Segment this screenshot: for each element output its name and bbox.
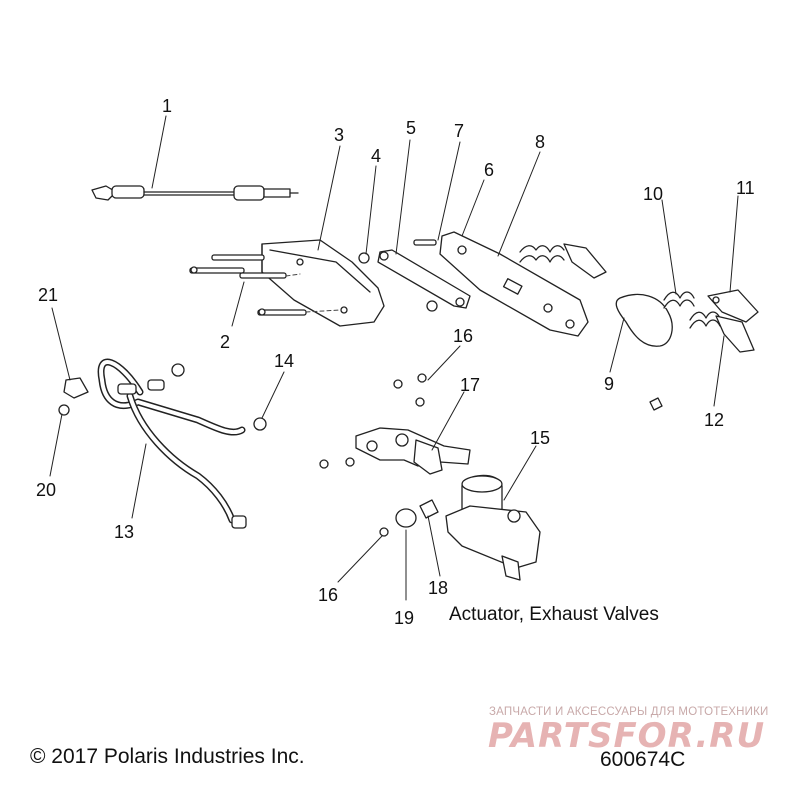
part-screw-20 bbox=[58, 404, 70, 416]
part-spring-12 bbox=[689, 311, 721, 329]
callout-20: 20 bbox=[36, 480, 56, 500]
part-nut bbox=[358, 252, 370, 264]
callout-8: 8 bbox=[535, 132, 545, 152]
part-actuator-bracket bbox=[355, 427, 471, 475]
callouts: 1 2 3 4 5 6 7 8 9 10 11 12 13 14 15 16 1… bbox=[36, 96, 755, 628]
callout-1: 1 bbox=[162, 96, 172, 116]
leader-lines bbox=[49, 115, 739, 601]
callout-4: 4 bbox=[371, 146, 381, 166]
callout-18: 18 bbox=[428, 578, 448, 598]
assembly-guides bbox=[285, 273, 341, 313]
part-bracket-plate bbox=[439, 231, 589, 337]
callout-12: 12 bbox=[704, 410, 724, 430]
part-levers bbox=[707, 289, 759, 353]
part-screws-upper bbox=[319, 373, 427, 469]
callout-9: 9 bbox=[604, 374, 614, 394]
part-hoses bbox=[97, 358, 246, 524]
callout-21: 21 bbox=[38, 285, 58, 305]
part-hose-clamp-2 bbox=[171, 363, 185, 377]
callout-10: 10 bbox=[643, 184, 663, 204]
watermark-tagline: ЗАПЧАСТИ И АКСЕССУАРЫ ДЛЯ МОТОТЕХНИКИ bbox=[489, 706, 769, 718]
part-bolts bbox=[189, 254, 307, 316]
part-spring-10 bbox=[663, 291, 695, 309]
part-housing bbox=[261, 239, 385, 327]
part-springs-upper bbox=[519, 243, 607, 279]
part-grommet bbox=[419, 499, 439, 519]
part-screw-lower bbox=[379, 527, 389, 537]
watermark-brand: PARTSFOR.RU bbox=[488, 716, 766, 756]
part-lever-arm bbox=[377, 249, 471, 312]
callout-16-lower: 16 bbox=[318, 585, 338, 605]
part-cable bbox=[91, 185, 299, 201]
callout-17: 17 bbox=[460, 375, 480, 395]
callout-5: 5 bbox=[406, 118, 416, 138]
part-gasket bbox=[615, 293, 673, 347]
part-hose-clamp bbox=[253, 417, 267, 431]
callout-14: 14 bbox=[274, 351, 294, 371]
part-bolt bbox=[413, 239, 437, 246]
callout-6: 6 bbox=[484, 160, 494, 180]
part-small-clip bbox=[649, 397, 663, 411]
callout-2: 2 bbox=[220, 332, 230, 352]
callout-15: 15 bbox=[530, 428, 550, 448]
part-bushing bbox=[395, 508, 417, 528]
part-hose-clamp-3 bbox=[231, 515, 247, 529]
drawing-number: 600674C bbox=[600, 748, 686, 771]
callout-7: 7 bbox=[454, 121, 464, 141]
diagram-caption: Actuator, Exhaust Valves bbox=[449, 604, 659, 625]
copyright: © 2017 Polaris Industries Inc. bbox=[30, 745, 305, 768]
callout-16-upper: 16 bbox=[453, 326, 473, 346]
callout-3: 3 bbox=[334, 125, 344, 145]
callout-11: 11 bbox=[736, 178, 755, 198]
part-actuator bbox=[445, 474, 541, 581]
callout-19: 19 bbox=[394, 608, 414, 628]
part-hose-bracket bbox=[63, 377, 89, 399]
callout-13: 13 bbox=[114, 522, 134, 542]
